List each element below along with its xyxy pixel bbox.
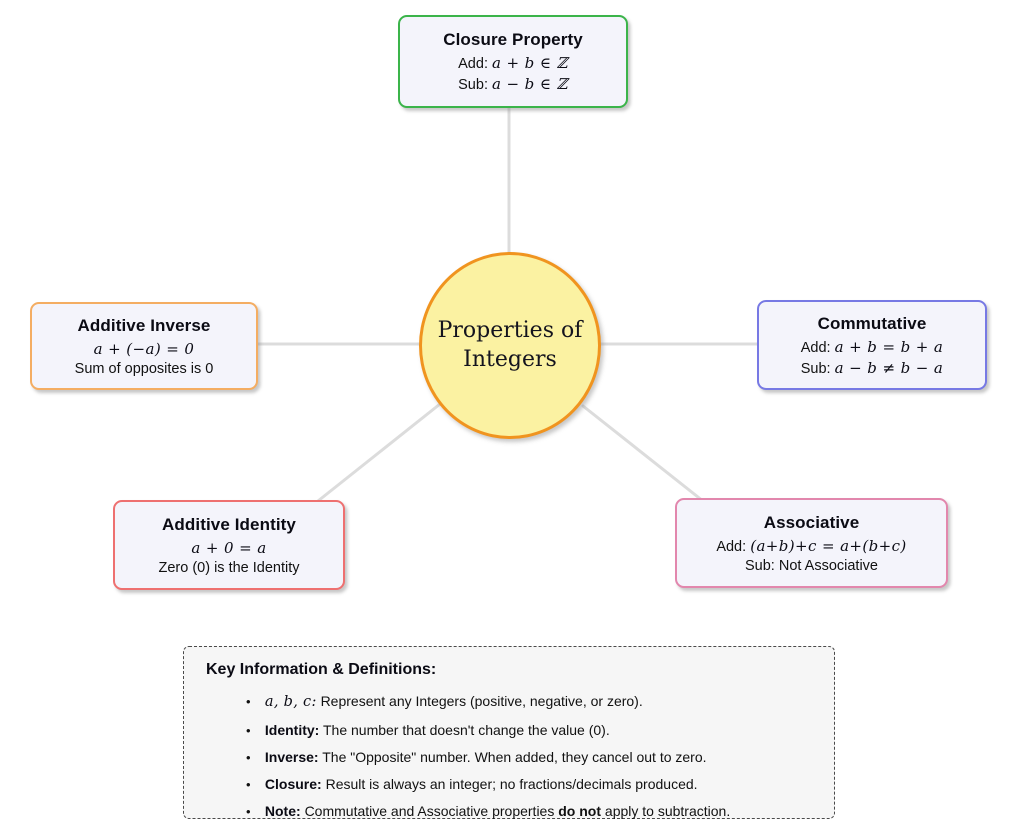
bullet-icon: • bbox=[246, 694, 251, 709]
row-label: Sub: bbox=[458, 77, 488, 93]
node-title: Additive Identity bbox=[162, 514, 296, 534]
key-information-list: • a, b, c: Represent any Integers (posit… bbox=[246, 688, 814, 825]
bullet-text: Result is always an integer; no fraction… bbox=[325, 776, 698, 793]
bullet-text: apply to subtraction. bbox=[604, 803, 731, 820]
list-item: • Identity: The number that doesn't chan… bbox=[246, 717, 814, 744]
node-row: a + 0 = a bbox=[191, 539, 266, 557]
bullet-text-bold: do not bbox=[558, 803, 602, 820]
bullet-text: Represent any Integers (positive, negati… bbox=[320, 693, 643, 709]
row-text: Not Associative bbox=[778, 557, 878, 574]
node-row: Add: (a+b)+c = a+(b+c) bbox=[716, 537, 906, 555]
row-formula: a + b = b + a bbox=[834, 337, 944, 356]
node-closure-property: Closure Property Add: a + b ∈ ℤ Sub: a −… bbox=[398, 15, 628, 108]
node-title: Additive Inverse bbox=[77, 315, 211, 335]
center-node-title: Properties of Integers bbox=[438, 317, 583, 374]
row-label: Sub: bbox=[800, 360, 831, 377]
node-row: Add: a + b ∈ ℤ bbox=[458, 54, 568, 72]
row-label: Add: bbox=[458, 56, 488, 72]
row-formula: a + 0 = a bbox=[191, 538, 267, 557]
connector-bottom-right bbox=[581, 404, 705, 503]
row-text: Zero (0) is the Identity bbox=[158, 559, 300, 576]
list-item: • Inverse: The "Opposite" number. When a… bbox=[246, 744, 814, 771]
node-commutative: Commutative Add: a + b = b + a Sub: a − … bbox=[757, 300, 987, 390]
row-formula: (a+b)+c = a+(b+c) bbox=[750, 536, 907, 555]
row-label: Add: bbox=[716, 538, 747, 555]
node-row: Sub: a − b ∈ ℤ bbox=[458, 75, 568, 93]
bullet-lead: Inverse: bbox=[264, 749, 319, 765]
bullet-icon: • bbox=[246, 750, 251, 765]
bullet-lead: a, b, c: bbox=[264, 694, 317, 710]
center-title-line1: Properties of bbox=[437, 317, 583, 343]
bullet-icon: • bbox=[246, 722, 251, 738]
bullet-text: Commutative and Associative properties bbox=[304, 803, 555, 820]
list-item: • Note: Commutative and Associative prop… bbox=[246, 798, 814, 825]
node-additive-inverse: Additive Inverse a + (−a) = 0 Sum of opp… bbox=[30, 302, 258, 390]
key-information-title: Key Information & Definitions: bbox=[206, 661, 437, 678]
bullet-icon: • bbox=[246, 777, 251, 793]
row-formula: a + b ∈ ℤ bbox=[492, 54, 568, 72]
bullet-text: The number that doesn't change the value… bbox=[322, 721, 610, 738]
bullet-lead: Closure: bbox=[264, 776, 322, 793]
node-row: Zero (0) is the Identity bbox=[158, 560, 299, 576]
row-label: Sub: bbox=[744, 557, 775, 574]
connector-bottom-left bbox=[316, 402, 442, 503]
node-title: Associative bbox=[763, 512, 860, 532]
bullet-text: The "Opposite" number. When added, they … bbox=[322, 749, 707, 765]
node-row: Sum of opposites is 0 bbox=[75, 361, 214, 377]
bullet-icon: • bbox=[246, 804, 251, 820]
row-formula: a − b ∈ ℤ bbox=[492, 75, 568, 93]
bullet-lead: Note: bbox=[264, 803, 301, 820]
node-additive-identity: Additive Identity a + 0 = a Zero (0) is … bbox=[113, 500, 345, 590]
row-formula: a + (−a) = 0 bbox=[93, 339, 195, 358]
node-row: Sub: a − b ≠ b − a bbox=[801, 359, 943, 377]
row-label: Add: bbox=[800, 339, 831, 356]
node-row: Sub: Not Associative bbox=[745, 558, 878, 574]
bullet-lead: Identity: bbox=[264, 721, 320, 738]
node-associative: Associative Add: (a+b)+c = a+(b+c) Sub: … bbox=[675, 498, 948, 588]
row-text: Sum of opposites is 0 bbox=[74, 360, 214, 377]
node-title: Closure Property bbox=[443, 30, 583, 49]
list-item: • a, b, c: Represent any Integers (posit… bbox=[246, 688, 814, 717]
center-node-properties-of-integers: Properties of Integers bbox=[419, 252, 601, 439]
node-row: a + (−a) = 0 bbox=[94, 340, 195, 358]
node-row: Add: a + b = b + a bbox=[801, 338, 943, 356]
row-formula: a − b ≠ b − a bbox=[834, 358, 944, 377]
key-information-box: Key Information & Definitions: • a, b, c… bbox=[183, 646, 835, 819]
node-title: Commutative bbox=[817, 313, 927, 333]
list-item: • Closure: Result is always an integer; … bbox=[246, 771, 814, 798]
center-title-line2: Integers bbox=[463, 346, 557, 372]
